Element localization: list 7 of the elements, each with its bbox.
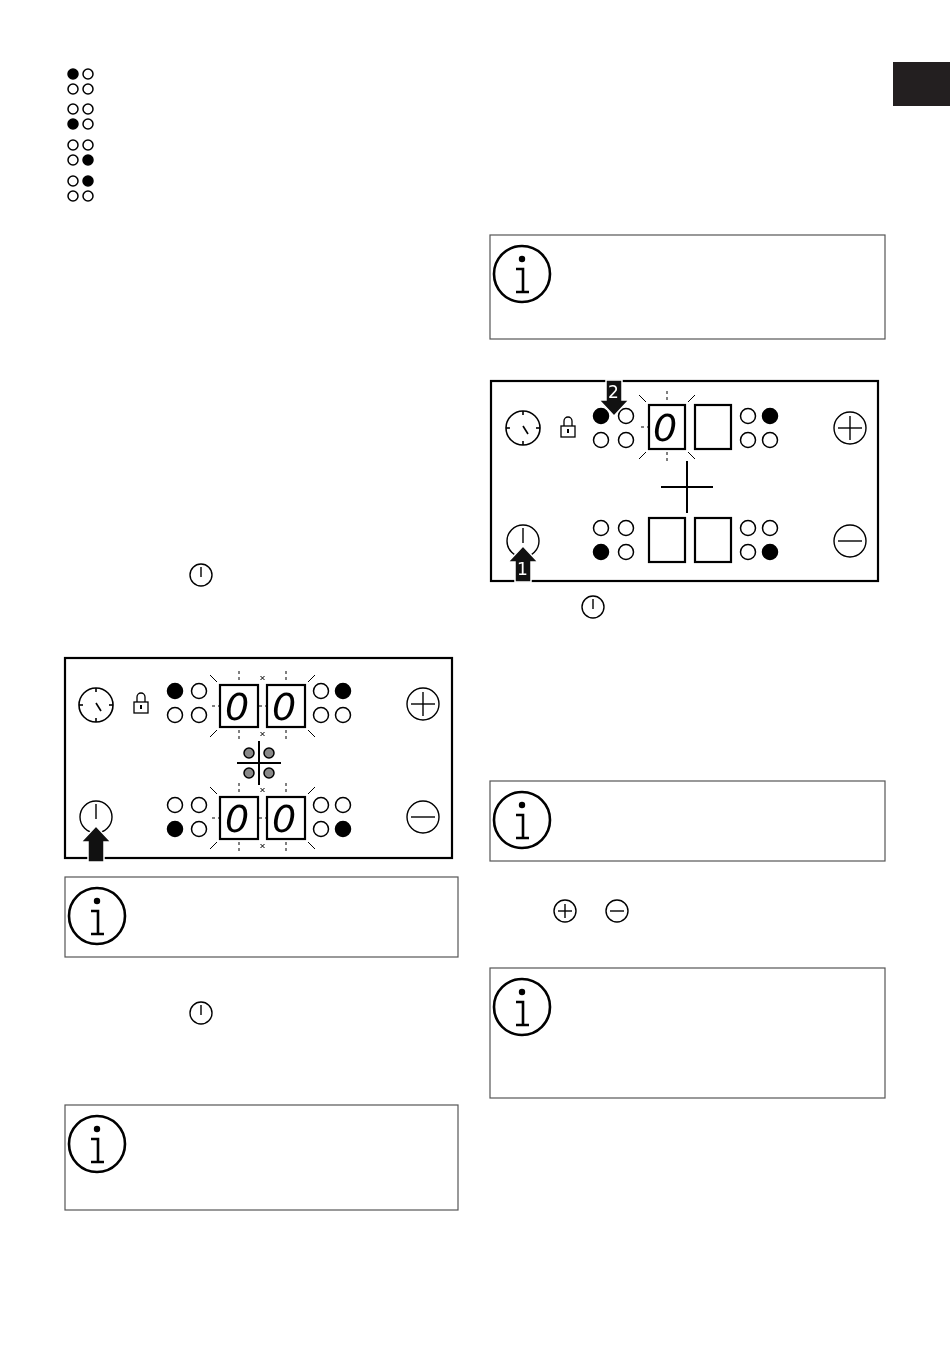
display-digit: 0 <box>272 688 297 726</box>
display-digit: 0 <box>225 800 250 838</box>
callout-number: 2 <box>608 384 619 401</box>
callout-number: 1 <box>517 561 528 578</box>
display-digit: 0 <box>653 409 678 447</box>
display-digit: 0 <box>225 688 250 726</box>
display-digit: 0 <box>272 800 297 838</box>
